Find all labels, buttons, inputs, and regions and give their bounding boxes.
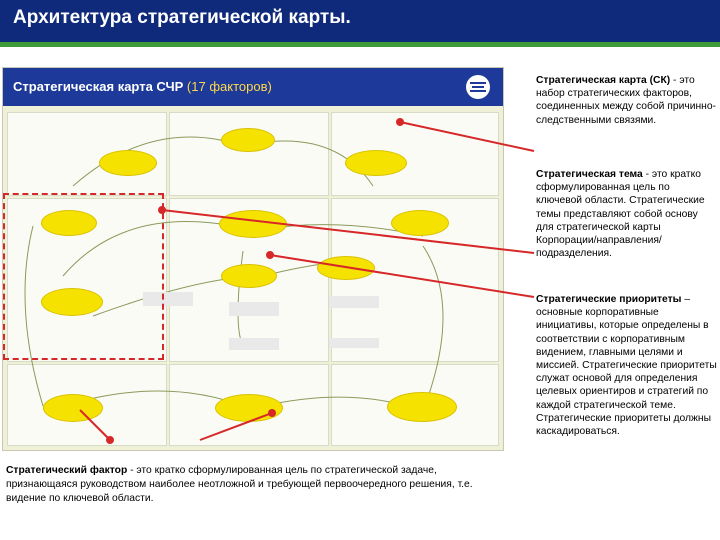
slide-header: Архитектура стратегической карты. [0,0,720,42]
def-factor: - это кратко сформулированная цель по ст… [6,465,473,504]
def-theme: - это кратко сформулированная цель по кл… [536,169,705,260]
factor-node [41,210,97,236]
factor-text [143,292,193,306]
header-stripe [0,42,720,47]
factor-text [329,338,379,348]
dashed-highlight [3,193,164,360]
definition-map: Стратегическая карта (СК) - это набор ст… [536,74,718,127]
factor-text [229,302,279,316]
factor-node [221,128,275,152]
factor-node [345,150,407,176]
definition-factor: Стратегический фактор - это кратко сформ… [6,464,496,506]
slide-title: Архитектура стратегической карты. [13,7,351,28]
definition-priorities: Стратегические приоритеты – основные кор… [536,293,718,438]
logo-icon [466,75,490,99]
def-map: - это набор стратегических факторов, сое… [536,75,716,126]
map-title-count: (17 факторов) [186,79,272,94]
def-priorities: – основные корпоративные инициативы, кот… [536,294,717,438]
map-header: Стратегическая карта СЧР (17 факторов) [3,68,503,106]
term-theme: Стратегическая тема [536,169,643,180]
factor-node [215,394,283,422]
term-map: Стратегическая карта (СК) [536,75,671,86]
map-title-main: Стратегическая карта СЧР [13,79,184,94]
map-title: Стратегическая карта СЧР (17 факторов) [13,79,272,94]
map-panel [169,112,329,196]
term-factor: Стратегический фактор [6,465,128,476]
factor-node [99,150,157,176]
factor-node [221,264,277,288]
term-priorities: Стратегические приоритеты [536,294,682,305]
factor-node [391,210,449,236]
factor-node [387,392,457,422]
factor-node [41,288,103,316]
factor-node [43,394,103,422]
factor-text [329,296,379,308]
definition-theme: Стратегическая тема - это кратко сформул… [536,168,718,260]
factor-text [229,338,279,350]
